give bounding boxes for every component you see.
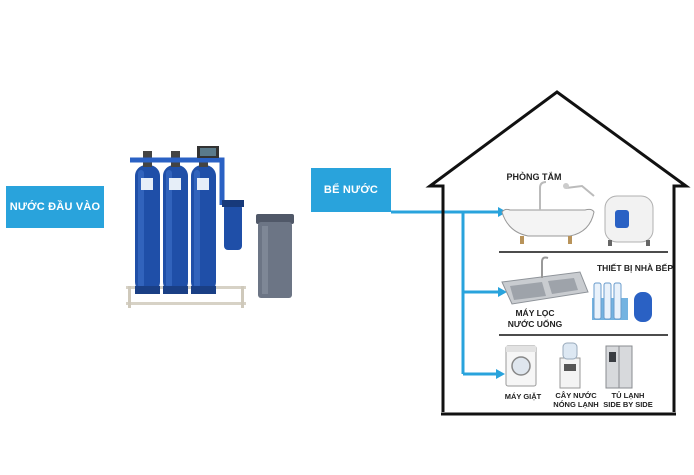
brine-tank: [256, 214, 294, 298]
filter-tank-3: [191, 151, 216, 293]
filter-system: [126, 146, 246, 308]
filter-tank-1: [135, 151, 160, 293]
fridge-label-line1: TỦ LẠNH: [611, 391, 645, 400]
bathtub: [501, 181, 595, 244]
ro-purifier-label-line1: MÁY LỌC: [515, 308, 555, 318]
ro-purifier-label-line2: NƯỚC UỐNG: [507, 319, 563, 329]
water-dispenser-label-line1: CÂY NƯỚC: [555, 391, 597, 400]
side-by-side-fridge: [605, 345, 633, 389]
water-pipe-network: [391, 207, 507, 379]
filter-tank-2: [163, 151, 188, 293]
cartridge-filter: [222, 200, 244, 250]
fridge-label-line2: SIDE BY SIDE: [603, 400, 653, 409]
washing-machine-label: MÁY GIẶT: [504, 392, 542, 401]
water-dispenser: [559, 342, 581, 389]
inlet-water-label: NƯỚC ĐẦU VÀO: [6, 186, 104, 228]
water-heater: [604, 195, 654, 246]
water-tank-label: BỂ NƯỚC: [311, 168, 391, 212]
kitchen-sink: [501, 256, 589, 305]
washing-machine: [505, 345, 537, 387]
house-outline: [425, 90, 691, 416]
water-dispenser-label-line2: NÓNG LẠNH: [553, 400, 599, 409]
kitchen-title: THIẾT BỊ NHÀ BẾP: [596, 263, 674, 273]
bathroom-title: PHÒNG TẮM: [506, 172, 562, 182]
ro-water-purifier: [592, 282, 652, 322]
